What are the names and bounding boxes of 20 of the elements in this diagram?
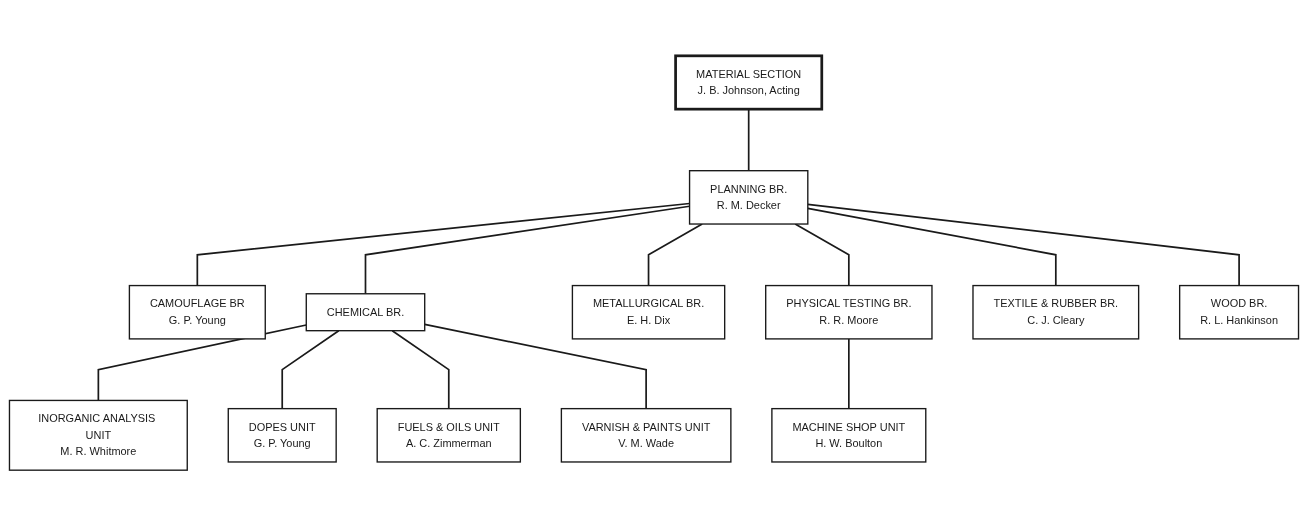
node-box: METALLURGICAL BR. E. H. Dix bbox=[571, 284, 725, 340]
connector bbox=[390, 329, 450, 409]
node-box: TEXTILE & RUBBER BR. C. J. Cleary bbox=[971, 284, 1139, 340]
connector bbox=[280, 329, 340, 409]
node-box: FUELS & OILS UNIT A. C. Zimmerman bbox=[376, 407, 521, 463]
connector bbox=[195, 202, 690, 286]
node-box: CHEMICAL BR. bbox=[305, 292, 425, 331]
node-box: PHYSICAL TESTING BR. R. R. Moore bbox=[764, 284, 933, 340]
node-box: INORGANIC ANALYSIS UNIT M. R. Whitmore bbox=[8, 399, 188, 471]
connector bbox=[847, 337, 850, 409]
node-box: VARNISH & PAINTS UNIT V. M. Wade bbox=[560, 407, 732, 463]
connector bbox=[364, 204, 690, 295]
connector bbox=[647, 222, 703, 286]
connector bbox=[793, 222, 850, 286]
node-box: MATERIAL SECTION J. B. Johnson, Acting bbox=[673, 53, 823, 111]
node-box: WOOD BR. R. L. Hankinson bbox=[1178, 284, 1299, 340]
node-box: PLANNING BR. R. M. Decker bbox=[688, 169, 808, 225]
node-box: CAMOUFLAGE BR G. P. Young bbox=[128, 284, 266, 340]
node-box: MACHINE SHOP UNIT H. W. Boulton bbox=[770, 407, 926, 463]
node-box: DOPES UNIT G. P. Young bbox=[227, 407, 337, 463]
